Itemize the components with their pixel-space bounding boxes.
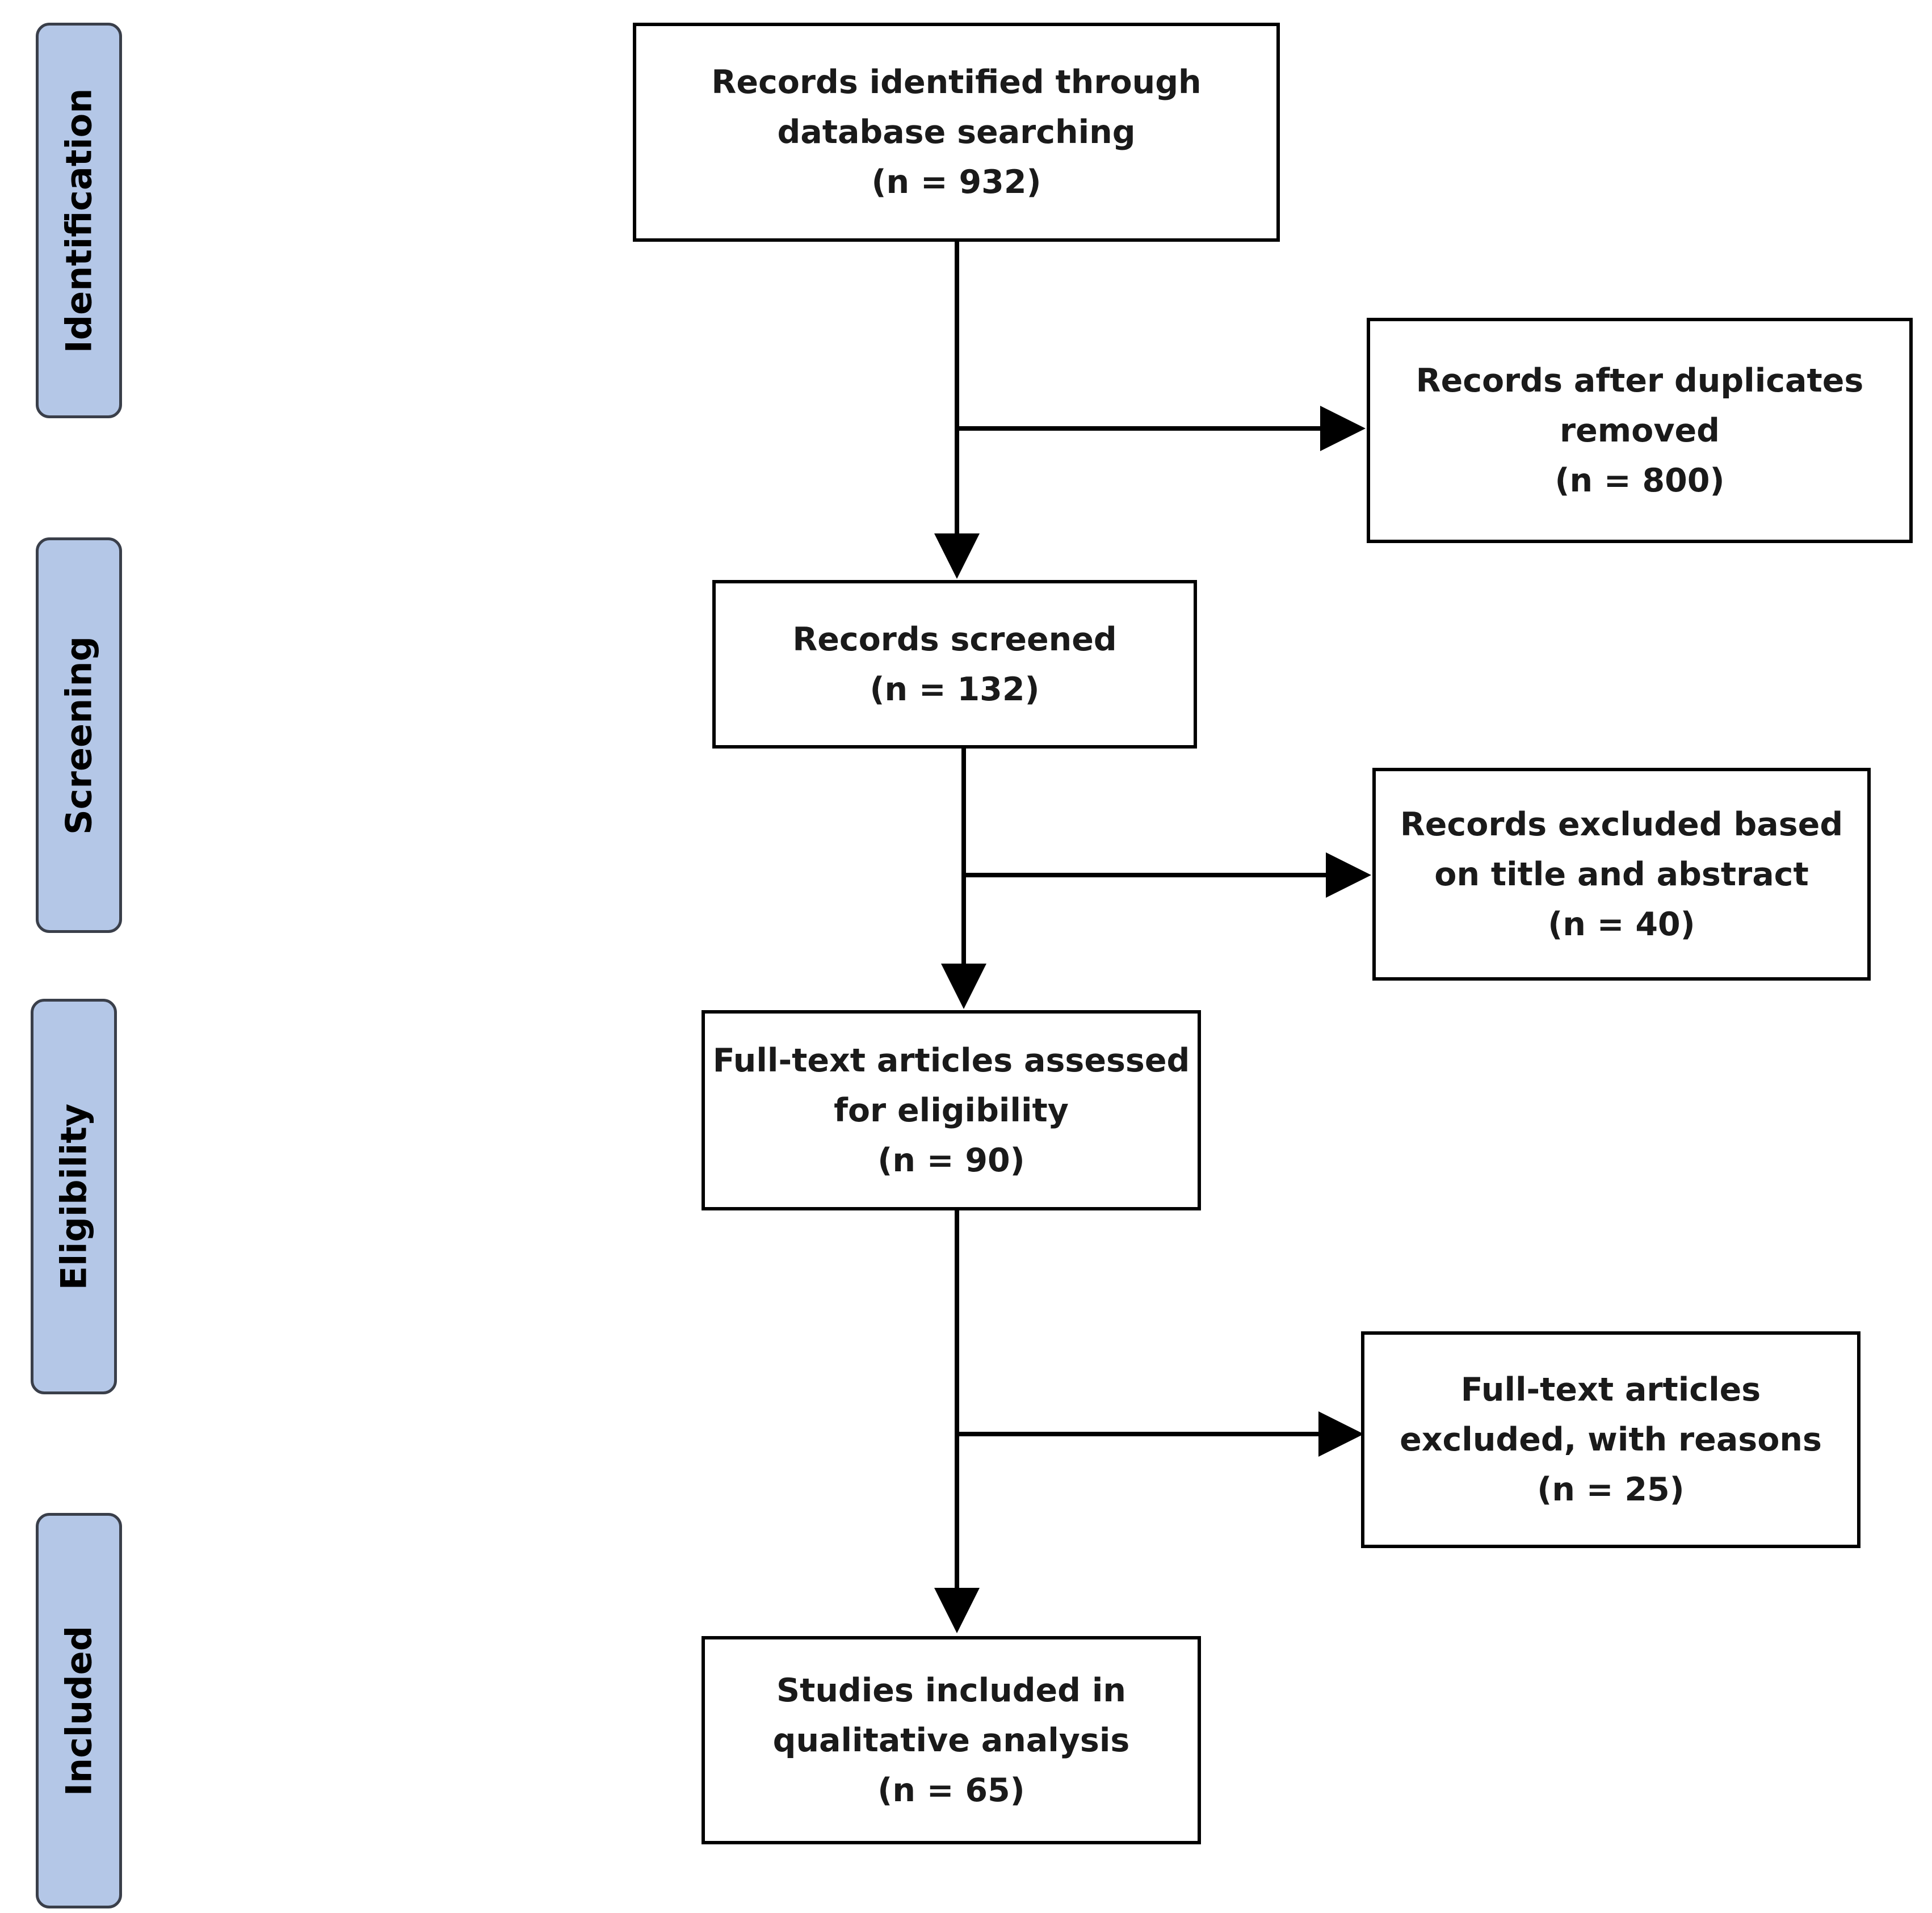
box-excluded-title-abstract-line2: on title and abstract (1434, 855, 1809, 893)
box-full-text-assessed-line2: for eligibility (834, 1091, 1069, 1129)
box-records-identified: Records identified through database sear… (633, 23, 1280, 242)
phase-screening: Screening (36, 537, 122, 933)
box-records-identified-count: (n = 932) (871, 163, 1041, 201)
phase-included: Included (36, 1513, 122, 1908)
box-studies-included-line2: qualitative analysis (772, 1721, 1130, 1759)
box-studies-included: Studies included in qualitative analysis… (702, 1636, 1201, 1844)
box-full-text-assessed-line1: Full-text articles assessed (712, 1041, 1190, 1079)
box-duplicates-removed: Records after duplicates removed (n = 80… (1367, 318, 1913, 543)
box-full-text-excluded-line2: excluded, with reasons (1400, 1421, 1822, 1458)
box-duplicates-removed-count: (n = 800) (1555, 461, 1725, 499)
box-duplicates-removed-line1: Records after duplicates (1416, 361, 1864, 400)
box-records-screened: Records screened (n = 132) (712, 580, 1197, 749)
box-excluded-title-abstract-line1: Records excluded based (1400, 805, 1843, 843)
phase-screening-label: Screening (58, 636, 100, 835)
phase-identification-label: Identification (58, 88, 100, 353)
box-full-text-excluded-count: (n = 25) (1537, 1471, 1685, 1508)
box-studies-included-line1: Studies included in (776, 1671, 1126, 1709)
phase-included-label: Included (58, 1625, 100, 1796)
box-full-text-assessed-count: (n = 90) (877, 1141, 1025, 1179)
phase-identification: Identification (36, 23, 122, 418)
box-studies-included-count: (n = 65) (877, 1771, 1025, 1809)
box-full-text-assessed: Full-text articles assessed for eligibil… (702, 1010, 1201, 1210)
phase-eligibility: Eligibility (31, 999, 117, 1394)
box-records-screened-count: (n = 132) (870, 670, 1040, 708)
box-excluded-title-abstract-count: (n = 40) (1548, 905, 1695, 943)
box-records-identified-line2: database searching (777, 113, 1136, 151)
box-records-screened-line1: Records screened (792, 620, 1117, 658)
box-full-text-excluded: Full-text articles excluded, with reason… (1361, 1331, 1860, 1548)
box-duplicates-removed-line2: removed (1560, 411, 1720, 449)
box-full-text-excluded-line1: Full-text articles (1460, 1371, 1761, 1409)
box-records-identified-line1: Records identified through (711, 64, 1202, 101)
box-excluded-title-abstract: Records excluded based on title and abst… (1372, 768, 1871, 981)
phase-eligibility-label: Eligibility (53, 1103, 95, 1290)
